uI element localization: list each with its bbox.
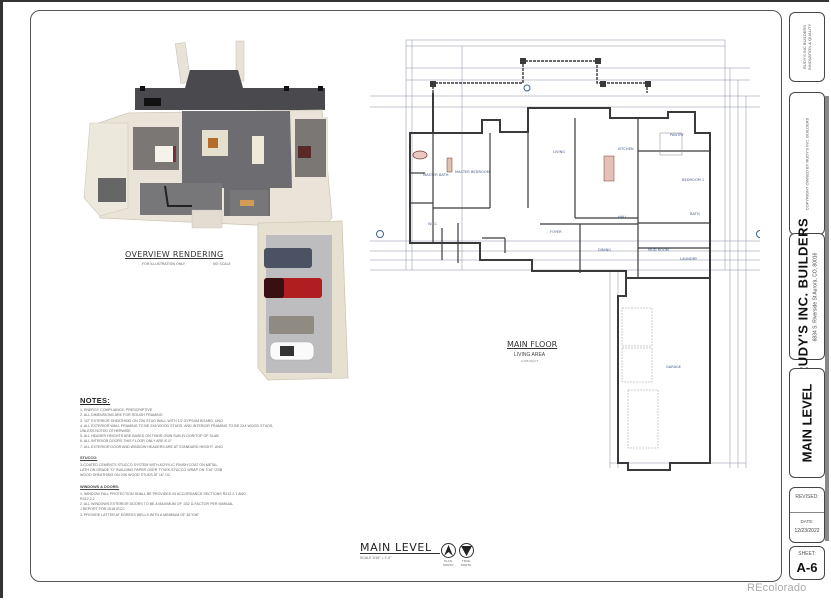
room-pantry: PANTRY — [670, 133, 685, 137]
copyright-text: COPYRIGHT OWNED BY RUDY'S INC. BUILDERS — [804, 117, 810, 210]
stucco-item: WOOD SHEATHING ON 2X6 WOOD STUDS AT 16" … — [80, 473, 171, 478]
stucco-item: LATH ON GRADE "D" BUILDING PAPER OVER TY… — [80, 468, 223, 473]
stucco-heading: STUCCO: — [80, 455, 98, 460]
floor-plan-drawing: MASTER BATH MASTER BEDROOM LIVING KITCHE… — [370, 39, 764, 471]
sheet-number-block: SHEET: A-6 — [789, 546, 825, 580]
windows-item: J REPORT FOR 2018 IECC — [80, 507, 125, 512]
overview-rendering — [80, 38, 360, 388]
plan-north-arrow-icon — [441, 543, 456, 558]
main-floor-area: 2,165 SQ FT — [521, 359, 539, 363]
car-blue — [264, 248, 312, 268]
note-item: 2. ALL DIMENSIONS ARE FOR ROUGH FRAMING — [80, 413, 163, 418]
note-item: 5. ALL HEADER HEIGHTS ARE BASED ON THEIR… — [80, 434, 219, 439]
stucco-item: 3-COATED CEMENTS STUCCO SYSTEM WITH ACRY… — [80, 463, 218, 468]
builder-logo: RUDY'S INC BUILDERS INNOVATION & QUALITY — [802, 23, 812, 71]
overview-sub-left: FOR ILLUSTRATION ONLY — [142, 262, 186, 266]
room-mud-room: MUD ROOM — [648, 248, 669, 252]
note-item: 3. 1/2" EXTERIOR SHEATHING ON 2X6 STUD W… — [80, 418, 223, 423]
sheet-label: SHEET: — [798, 551, 816, 557]
room-bath: BATH — [690, 212, 700, 216]
floor-plan: MASTER BATH MASTER BEDROOM LIVING KITCHE… — [370, 38, 764, 478]
notes-section: NOTES: 1. ENERGY COMPLIANCE: PRESCRIPTIV… — [80, 396, 290, 518]
windows-item: R312.2.2 — [80, 497, 95, 502]
room-dining: DINING — [598, 248, 611, 252]
section-marker-icon — [756, 230, 764, 238]
plan-north-label: PLAN NORTH — [442, 559, 454, 567]
note-item: UNLESS NOTED OTHERWISE — [80, 429, 131, 434]
car-gray — [269, 316, 314, 334]
copyright-block: COPYRIGHT OWNED BY RUDY'S INC. BUILDERS — [789, 92, 825, 235]
true-north-label: TRUE NORTH — [460, 559, 472, 567]
windows-heading: WINDOWS & DOORS: — [80, 484, 120, 489]
main-level-scale: SCALE 3/16" = 1'-0" — [360, 556, 392, 560]
note-item: 1. ENERGY COMPLIANCE: PRESCRIPTIVE — [80, 408, 153, 413]
level-name: MAIN LEVEL — [799, 383, 815, 463]
builder-address: 6834 S. Riverside St Aurora, CO, 80016 — [812, 252, 819, 341]
note-item: 4. ALL EXTERIOR WALL FRAMING TO BE 2X6 W… — [80, 423, 274, 428]
main-floor-title: MAIN FLOOR — [507, 340, 558, 349]
room-foyer: FOYER — [550, 230, 562, 234]
windows-item: 1. WINDOW FALL PROTECTION SHALL BE PROVI… — [80, 491, 246, 496]
room-wic: W.I.C — [428, 222, 437, 226]
room-laundry: LAUNDRY — [680, 257, 698, 261]
watermark: REcolorado — [747, 582, 807, 594]
date-value: 12/23/2022 — [794, 528, 820, 534]
main-floor-subtitle: LIVING AREA — [514, 352, 546, 358]
builder-name: RUDY'S INC. BUILDERS — [795, 217, 811, 376]
date-label: DATE: — [800, 519, 814, 524]
divider — [790, 512, 824, 513]
room-master-bath: MASTER BATH — [423, 173, 449, 177]
room-bedroom-1: BEDROOM 1 — [682, 178, 704, 182]
revision-block: REVISED: DATE: 12/23/2022 — [789, 487, 825, 543]
sheet-border — [30, 10, 782, 582]
title-block-scrollbar — [825, 96, 829, 541]
builder-logo-block: RUDY'S INC BUILDERS INNOVATION & QUALITY — [789, 12, 825, 82]
true-north-arrow-icon — [459, 543, 474, 558]
overview-title: OVERVIEW RENDERING — [125, 250, 224, 259]
notes-heading: NOTES: — [80, 396, 111, 405]
windows-item: 2. ALL WINDOWS EXTERIOR DOORS TO BE A MA… — [80, 502, 234, 507]
note-item: 6. ALL INTERIOR DOORS THIS FLOOR ONLY AR… — [80, 439, 172, 444]
revised-label: REVISED: — [795, 494, 819, 500]
room-living: LIVING — [553, 150, 565, 154]
room-master-bedroom: MASTER BEDROOM — [455, 170, 490, 174]
level-block: MAIN LEVEL — [789, 368, 825, 478]
title-underline — [360, 553, 440, 554]
section-marker-icon — [376, 230, 384, 238]
rendering-image — [83, 40, 349, 381]
section-marker-icon — [523, 84, 531, 92]
sheet-number: A-6 — [796, 560, 818, 575]
overview-sub-right: NO SCALE — [213, 262, 231, 266]
room-kitchen: KITCHEN — [618, 147, 634, 151]
windows-item: 3. PROVIDE LATTER AT EGRESS WELLS WITH A… — [80, 512, 200, 517]
note-item: 7. ALL EXTERIOR DOOR AND WINDOW HEADERS … — [80, 444, 223, 449]
builder-block: RUDY'S INC. BUILDERS 6834 S. Riverside S… — [789, 217, 825, 376]
main-level-title: MAIN LEVEL — [360, 541, 432, 554]
room-garage: GARAGE — [666, 365, 682, 369]
room-hall: HALL — [618, 215, 627, 219]
